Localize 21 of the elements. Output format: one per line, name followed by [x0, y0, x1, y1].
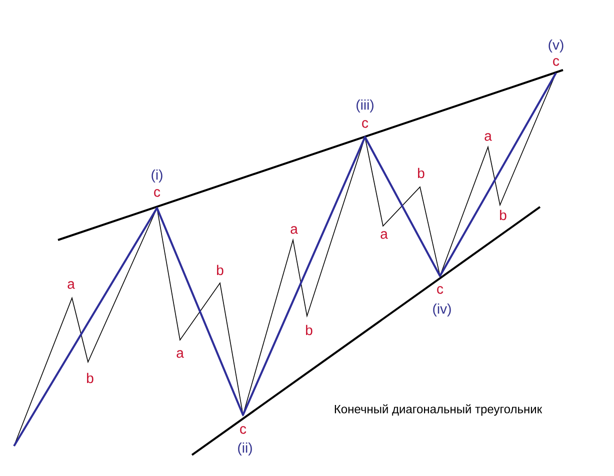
- wave-letter: c: [362, 120, 368, 128]
- wave-number: (i): [152, 169, 162, 183]
- wave-number: (iv): [433, 303, 451, 317]
- wave-letter: c: [154, 189, 160, 197]
- wave-letter: a: [484, 133, 492, 141]
- wave-letter: b: [217, 264, 224, 276]
- wave-letter: c: [240, 426, 246, 434]
- caption: Конечный диагональный треугольник: [334, 404, 542, 416]
- wave-letter: c: [553, 58, 560, 66]
- wave-letter: c: [437, 286, 444, 294]
- wave-number: (ii): [238, 442, 252, 456]
- wave-number: (v): [548, 39, 564, 53]
- wave-letter: a: [380, 231, 388, 239]
- wave-letter: a: [68, 281, 75, 289]
- wave-letter: b: [306, 324, 312, 336]
- wave-letter: b: [500, 210, 506, 220]
- wave-letter: b: [418, 168, 424, 178]
- wave-number: (iii): [356, 99, 374, 113]
- wave-letter: a: [176, 350, 184, 358]
- wave-letter: a: [290, 226, 298, 234]
- wave-letter: b: [87, 372, 94, 384]
